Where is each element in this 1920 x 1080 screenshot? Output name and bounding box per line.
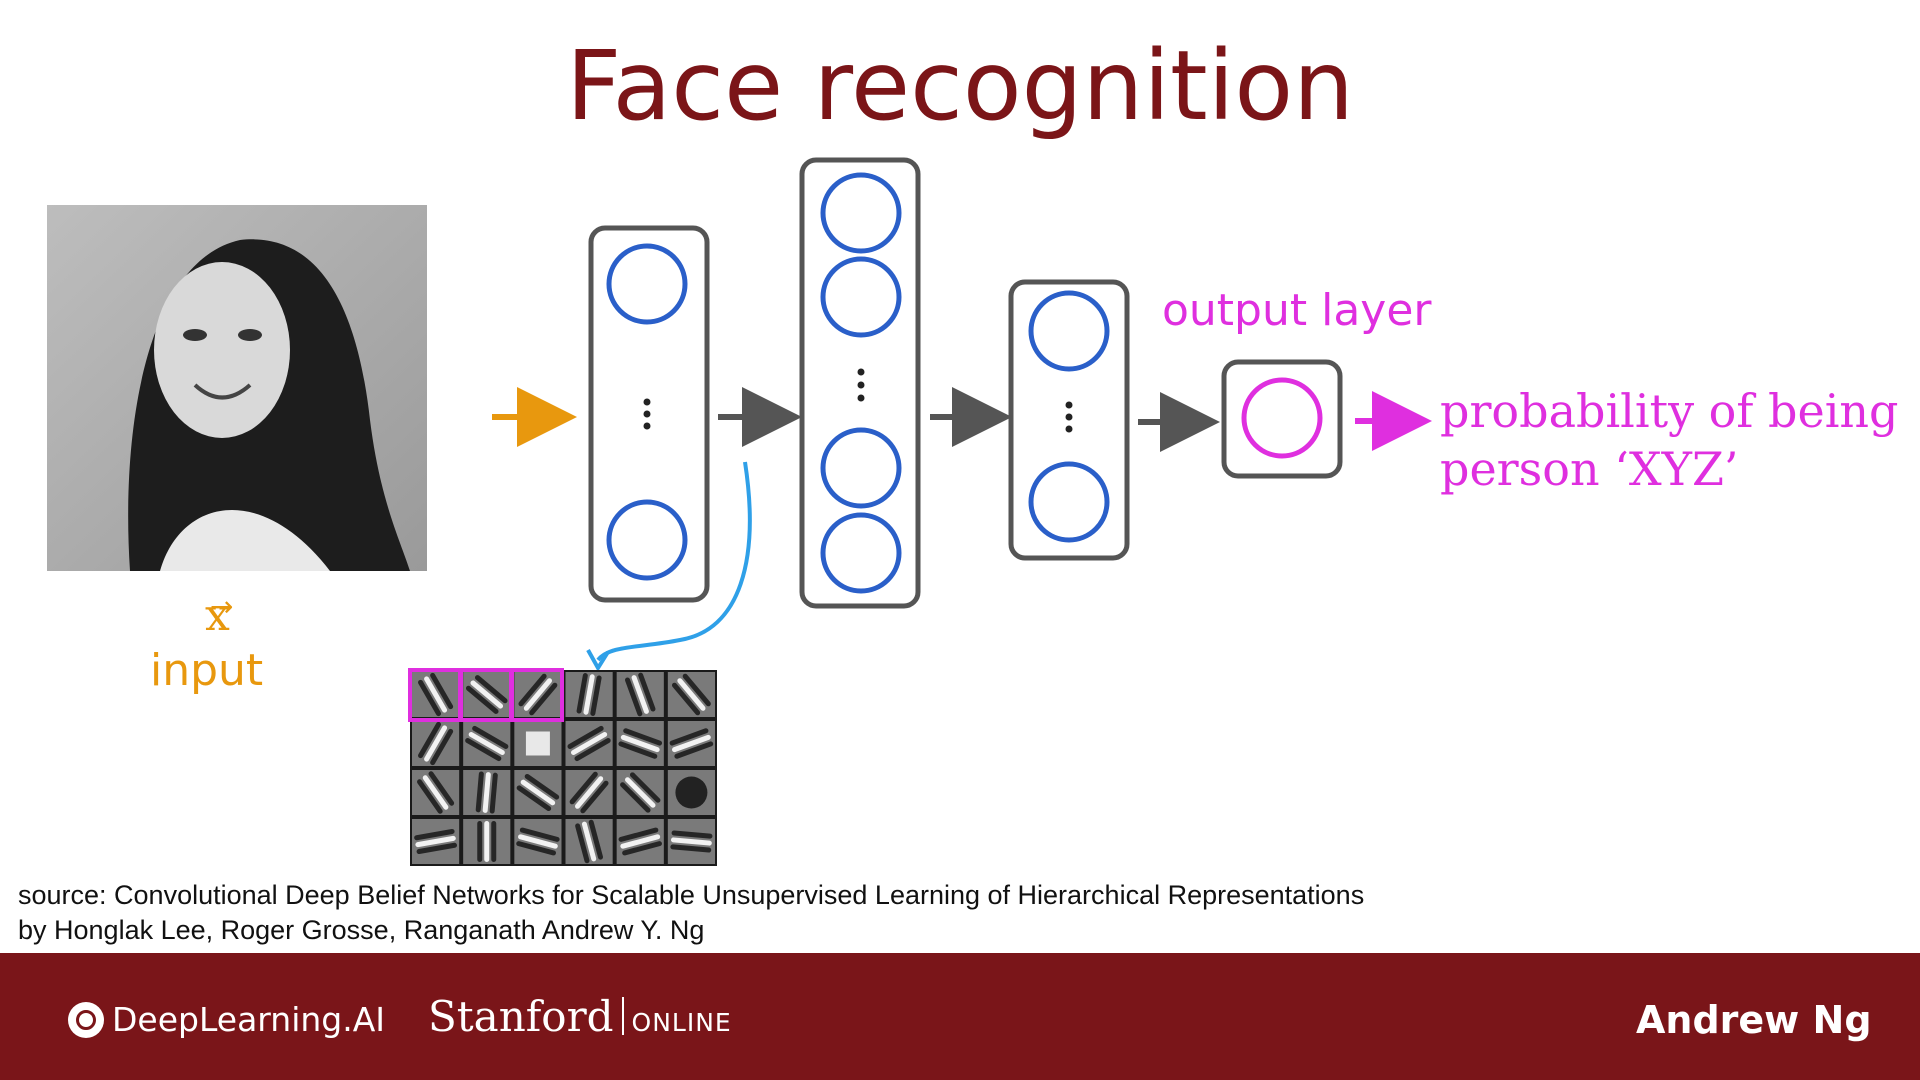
- filter-stroke: [523, 678, 552, 711]
- filter-stroke: [618, 741, 658, 759]
- filter-stroke: [428, 771, 455, 806]
- deeplearning-icon: [68, 1001, 104, 1038]
- filter-stroke: [430, 728, 454, 766]
- filter-stroke: [518, 834, 558, 849]
- neuron: [820, 427, 902, 509]
- filter-stroke: [638, 672, 656, 712]
- neuron: [820, 172, 902, 254]
- filter-stroke: [529, 682, 558, 716]
- filter-stroke: [671, 682, 701, 716]
- stanford-online: ONLINE: [631, 1008, 732, 1037]
- neuron: [1028, 461, 1110, 543]
- filter-stroke: [472, 725, 509, 749]
- filter-stroke: [516, 841, 556, 856]
- neuron: [606, 499, 688, 581]
- filter-stroke: [622, 841, 662, 856]
- filter-stroke: [520, 779, 556, 806]
- filter-stroke: [670, 837, 712, 846]
- filter-stroke: [417, 779, 443, 814]
- filter-stroke: [424, 725, 448, 762]
- filter-stroke: [576, 673, 588, 714]
- filter-stroke: [580, 780, 609, 814]
- footer-bar: [0, 953, 1920, 1080]
- probability-label: probability of being person ‘XYZ’: [1440, 384, 1899, 496]
- filter-stroke: [524, 773, 560, 800]
- filter-stroke: [474, 675, 508, 704]
- filter-stroke: [631, 675, 649, 714]
- filter-stroke: [570, 732, 608, 755]
- source-line-1: source: Convolutional Deep Belief Networ…: [18, 880, 1365, 910]
- source-citation: source: Convolutional Deep Belief Networ…: [18, 878, 1364, 948]
- vector-arrow-icon: →: [210, 590, 234, 623]
- input-label: input: [150, 645, 264, 696]
- filter-stroke: [575, 823, 590, 864]
- filter-stroke: [468, 732, 505, 755]
- filter-stroke: [470, 680, 504, 709]
- hidden-layer-2: [799, 157, 921, 609]
- filter-stroke: [682, 673, 711, 707]
- filter-stroke: [415, 835, 456, 848]
- slide-title: Face recognition: [566, 30, 1354, 142]
- filter-stroke: [625, 777, 656, 808]
- filter-stroke: [569, 771, 598, 805]
- output-layer-label: output layer: [1162, 285, 1432, 336]
- hidden-layer-1: [588, 225, 710, 603]
- filter-stroke: [518, 673, 547, 707]
- filter-stroke: [623, 728, 663, 746]
- input-symbol: x: [205, 590, 230, 641]
- face-photo: [47, 205, 427, 572]
- neuron: [820, 512, 902, 594]
- filter-stroke: [516, 785, 552, 812]
- filter-stroke: [567, 725, 604, 749]
- filter-stroke: [465, 685, 499, 714]
- stanford-logo: Stanford ONLINE: [428, 992, 732, 1041]
- neuron: [1028, 290, 1110, 372]
- filter-stroke: [620, 734, 660, 753]
- filter-stroke: [620, 834, 661, 849]
- output-neuron: [1241, 377, 1323, 459]
- filter-stroke: [575, 776, 604, 809]
- filter-stroke: [590, 675, 602, 716]
- filter-stroke: [416, 842, 458, 855]
- brand-name: DeepLearning.AI: [112, 1000, 386, 1039]
- deeplearning-logo: DeepLearning.AI: [68, 1000, 385, 1039]
- output-layer: [1221, 359, 1343, 479]
- annotation-curve: [596, 461, 752, 662]
- filter-blob: [675, 776, 708, 809]
- filter-stroke: [465, 738, 502, 762]
- filter-stroke: [583, 674, 595, 715]
- filter-stroke: [581, 821, 597, 862]
- source-line-2: by Honglak Lee, Roger Grosse, Ranganath …: [18, 915, 705, 945]
- filter-stroke: [677, 678, 706, 711]
- neuron: [606, 243, 688, 325]
- filter-stroke: [674, 741, 714, 759]
- filter-stroke: [669, 728, 709, 746]
- stanford-name: Stanford: [428, 992, 614, 1041]
- highlight-boxes: [408, 668, 564, 722]
- filter-stroke: [519, 827, 560, 842]
- filter-stroke: [574, 738, 611, 762]
- filter-stroke: [672, 734, 711, 753]
- filter-stroke: [620, 782, 651, 813]
- filter-stroke: [618, 827, 659, 842]
- hidden-layer-3: [1008, 279, 1130, 561]
- author-name: Andrew Ng: [1636, 998, 1872, 1042]
- filter-stroke: [671, 830, 713, 839]
- filter-stroke: [625, 677, 643, 717]
- filter-stroke: [482, 772, 491, 813]
- filter-stroke: [418, 679, 442, 717]
- filter-stroke: [489, 772, 498, 814]
- filter-stroke: [629, 772, 661, 803]
- filter-stroke: [422, 775, 449, 810]
- filter-stroke: [424, 676, 448, 713]
- filter-blob: [525, 731, 550, 756]
- neuron: [820, 256, 902, 338]
- filter-stroke: [588, 819, 604, 860]
- filter-stroke: [670, 844, 712, 853]
- filter-stroke: [430, 672, 454, 710]
- filter-stroke: [475, 771, 484, 813]
- filter-stroke: [414, 828, 455, 841]
- filter-stroke: [418, 721, 442, 759]
